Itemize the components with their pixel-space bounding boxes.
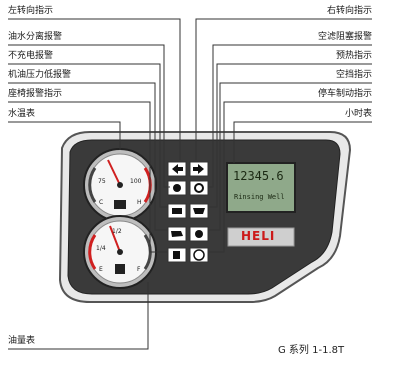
fuel-tick-e: E bbox=[99, 266, 103, 273]
lcd-message: Rinsing Well bbox=[234, 193, 285, 201]
label-parking: 停车制动指示 bbox=[317, 89, 372, 99]
label-fuel: 油量表 bbox=[8, 336, 36, 346]
water-temp-gauge bbox=[83, 148, 157, 222]
fuel-gauge bbox=[83, 215, 157, 289]
fuel-tick-half: 1/2 bbox=[112, 228, 122, 235]
label-left-turn: 左转向指示 bbox=[8, 6, 54, 16]
label-right-turn: 右转向指示 bbox=[326, 6, 372, 16]
label-air-filter: 空滤阻塞报警 bbox=[317, 32, 372, 42]
lcd-screen bbox=[226, 162, 296, 213]
temp-tick-c: C bbox=[99, 199, 104, 206]
label-oil-water: 油水分离报警 bbox=[8, 32, 63, 42]
label-preheat: 预热指示 bbox=[335, 51, 372, 61]
label-hour: 小时表 bbox=[344, 109, 372, 119]
label-seat: 座椅报警指示 bbox=[8, 89, 63, 99]
right-arrow-icon bbox=[193, 164, 204, 174]
label-water-temp: 水温表 bbox=[8, 109, 36, 119]
brand-logo: HELI bbox=[241, 229, 276, 243]
label-no-charge: 不充电报警 bbox=[8, 51, 54, 61]
label-oil-pressure: 机油压力低报警 bbox=[8, 70, 72, 80]
temp-tick-75: 75 bbox=[98, 178, 106, 185]
indicator-lamps bbox=[167, 161, 209, 263]
fuel-tick-quarter: 1/4 bbox=[96, 245, 106, 252]
brand-plate bbox=[227, 227, 295, 247]
caption: G 系列 1-1.8T bbox=[278, 345, 345, 356]
left-arrow-icon bbox=[172, 164, 183, 174]
lcd-hours: 12345.6 bbox=[233, 169, 284, 183]
temp-tick-h: H bbox=[137, 199, 142, 206]
label-neutral: 空挡指示 bbox=[335, 70, 372, 80]
temp-tick-100: 100 bbox=[130, 178, 142, 185]
fuel-tick-f: F bbox=[137, 266, 141, 273]
